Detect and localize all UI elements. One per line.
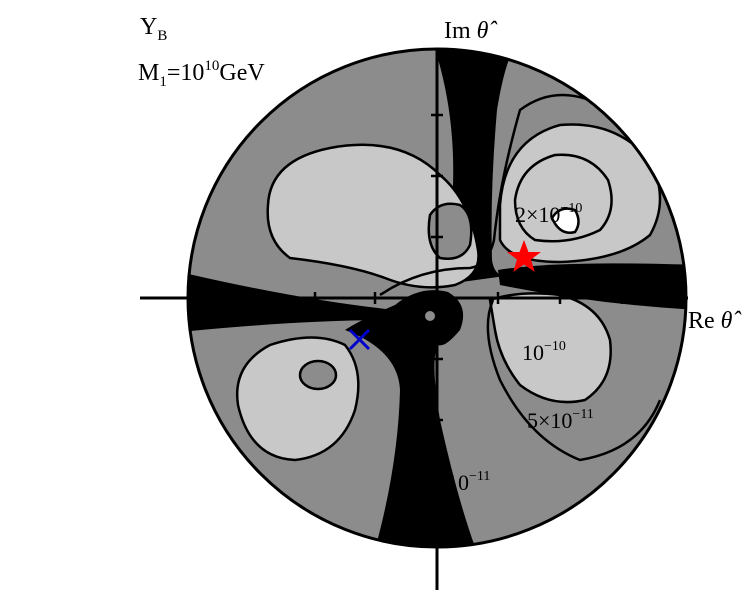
region-lower-right-blob	[490, 293, 611, 403]
small-island	[425, 311, 435, 321]
contour-2e-10	[550, 207, 580, 234]
contour-lower-right	[488, 292, 612, 404]
contour-lower-left	[235, 336, 360, 462]
contour-5e-11	[498, 123, 662, 264]
cross-marker	[348, 328, 371, 351]
quantity-label: YB	[140, 14, 167, 44]
contour-label-1e-10: 10−10	[522, 339, 566, 365]
region-upper-left-blob	[267, 144, 479, 288]
star-marker	[507, 240, 541, 272]
contour-1e-10-upper	[513, 153, 613, 243]
contour-label-2e-10: 2×10−10	[515, 201, 582, 227]
x-axis-label: Re θ̂	[688, 308, 741, 334]
contour-label-1e-11: 10−11	[447, 469, 490, 495]
contour-upper-left	[266, 143, 480, 289]
mass-label: M1=1010GeV	[138, 58, 265, 90]
region-lower-left-inner	[300, 361, 336, 389]
excluded-wedge-left	[188, 272, 395, 332]
contour-upper-left-inner	[427, 202, 473, 260]
region-upper-left-inner	[428, 203, 472, 259]
excluded-wedge-bottom	[345, 290, 480, 547]
contour-label-5e-11: 5×10−11	[527, 407, 594, 433]
contour-lower-left-inner	[298, 359, 338, 391]
axis-ticks	[253, 113, 624, 483]
y-axis-label: Im θ̂	[444, 18, 497, 44]
region-upper-right-blob	[500, 124, 660, 262]
